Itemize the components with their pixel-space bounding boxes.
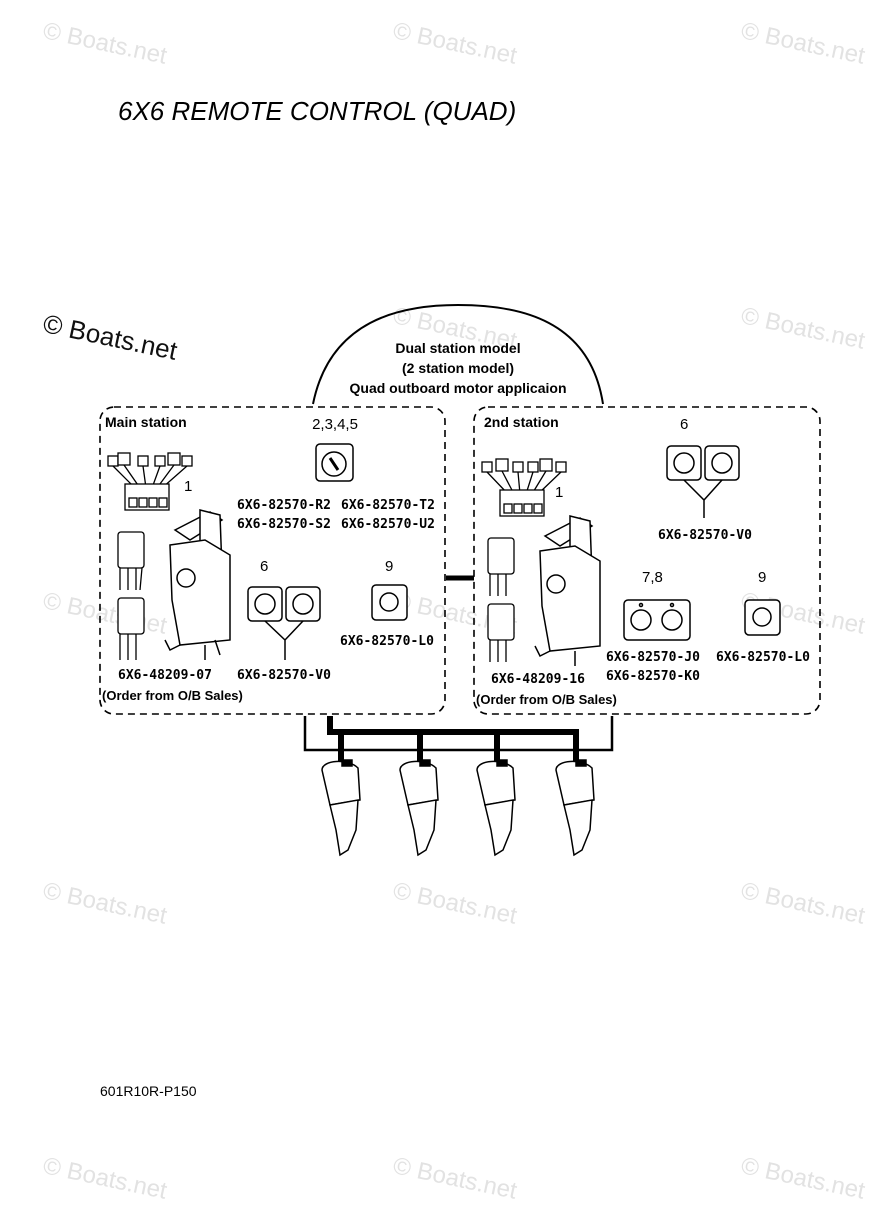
second-station-box bbox=[473, 406, 821, 715]
main-code-s2: 6X6-82570-S2 bbox=[237, 517, 331, 532]
second-code-9: 6X6-82570-L0 bbox=[716, 650, 810, 665]
outboard-motor-1 bbox=[321, 759, 361, 857]
second-gauge-harness bbox=[481, 458, 567, 517]
dual-station-arch bbox=[312, 303, 604, 405]
main-gauge-harness bbox=[107, 452, 193, 511]
main-code-t2: 6X6-82570-T2 bbox=[341, 498, 435, 513]
second-remote-control bbox=[534, 515, 601, 666]
second-ref-6: 6 bbox=[680, 416, 689, 433]
second-code-j0: 6X6-82570-J0 bbox=[606, 650, 700, 665]
second-station-label: 2nd station bbox=[484, 414, 559, 430]
main-code-r2: 6X6-82570-R2 bbox=[237, 498, 331, 513]
second-code-k0: 6X6-82570-K0 bbox=[606, 669, 700, 684]
main-single-switch bbox=[371, 584, 408, 621]
main-station-box bbox=[99, 406, 446, 715]
second-relay-modules bbox=[487, 537, 515, 662]
outboard-motor-2 bbox=[399, 759, 439, 857]
main-code-6: 6X6-82570-V0 bbox=[237, 668, 331, 683]
dual-station-line1: Dual station model bbox=[395, 340, 521, 356]
second-ref-1: 1 bbox=[555, 484, 564, 501]
page-title: 6X6 REMOTE CONTROL (QUAD) bbox=[118, 96, 517, 126]
main-remote-control bbox=[164, 509, 231, 660]
second-code-6: 6X6-82570-V0 bbox=[658, 528, 752, 543]
main-dual-start-switch bbox=[247, 586, 321, 660]
main-station-label: Main station bbox=[105, 414, 187, 430]
second-ref-78: 7,8 bbox=[642, 569, 663, 586]
main-key-switch bbox=[315, 443, 354, 482]
second-code-1: 6X6-48209-16 bbox=[491, 672, 585, 687]
second-dual-switch-78 bbox=[623, 599, 691, 641]
second-dual-start-switch bbox=[666, 445, 740, 518]
dual-station-caption: Dual station model (2 station model) Qua… bbox=[350, 338, 567, 398]
second-single-switch bbox=[744, 599, 781, 636]
main-order-note: (Order from O/B Sales) bbox=[102, 688, 243, 703]
main-ref-9: 9 bbox=[385, 558, 394, 575]
main-ref-6: 6 bbox=[260, 558, 269, 575]
main-ref-2345: 2,3,4,5 bbox=[312, 416, 358, 433]
outboard-motor-4 bbox=[555, 759, 595, 857]
dual-station-line3: Quad outboard motor applicaion bbox=[349, 380, 567, 396]
main-relay-modules bbox=[117, 531, 145, 660]
main-code-9: 6X6-82570-L0 bbox=[340, 634, 434, 649]
dual-station-line2: (2 station model) bbox=[401, 360, 514, 376]
outboard-motors bbox=[321, 759, 595, 857]
main-ref-1: 1 bbox=[184, 478, 193, 495]
main-code-1: 6X6-48209-07 bbox=[118, 668, 212, 683]
second-ref-9: 9 bbox=[758, 569, 767, 586]
reference-code: 601R10R-P150 bbox=[100, 1083, 197, 1099]
second-order-note: (Order from O/B Sales) bbox=[476, 692, 617, 707]
main-code-u2: 6X6-82570-U2 bbox=[341, 517, 435, 532]
outboard-motor-3 bbox=[476, 759, 516, 857]
